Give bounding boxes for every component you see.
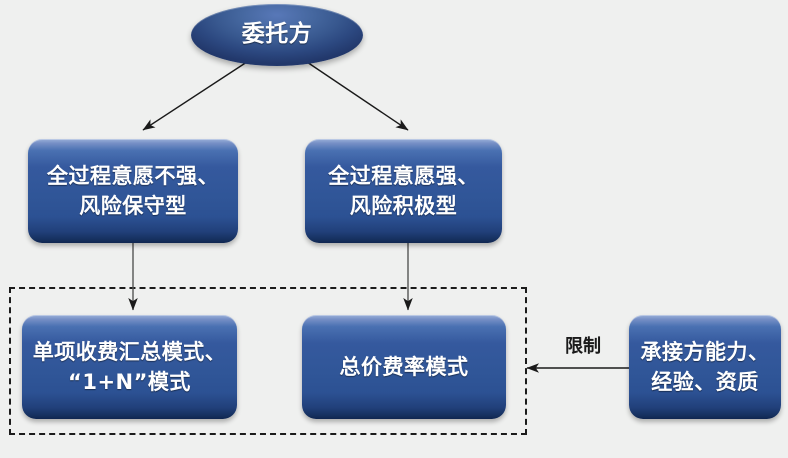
node-client[interactable]: 委托方 (191, 4, 363, 66)
node-high-willingness-line-2: 风险积极型 (349, 194, 458, 218)
node-itemized-mode[interactable]: 单项收费汇总模式、 “1+N”模式 (22, 315, 237, 419)
node-contractor-capability[interactable]: 承接方能力、 经验、资质 (629, 315, 781, 419)
node-low-willingness[interactable]: 全过程意愿不强、 风险保守型 (28, 139, 238, 243)
node-contractor-capability-line-1: 承接方能力、 (640, 339, 770, 364)
node-low-willingness-line-2: 风险保守型 (79, 194, 187, 218)
edge-client-to-high (300, 57, 409, 131)
node-itemized-mode-line-2: “1+N”模式 (68, 370, 191, 394)
node-high-willingness[interactable]: 全过程意愿强、 风险积极型 (305, 139, 502, 243)
node-lumpsum-rate-mode[interactable]: 总价费率模式 (302, 315, 506, 419)
node-low-willingness-line-1: 全过程意愿不强、 (47, 163, 219, 188)
edge-client-to-low (142, 57, 254, 131)
node-lumpsum-rate-mode-line-1: 总价费率模式 (339, 354, 469, 379)
node-client-line-1: 委托方 (241, 21, 313, 48)
node-high-willingness-line-1: 全过程意愿强、 (328, 163, 479, 188)
node-itemized-mode-line-1: 单项收费汇总模式、 (32, 339, 227, 364)
fee-mode-group-region (9, 287, 527, 435)
node-contractor-capability-line-2: 经验、资质 (651, 370, 759, 394)
edge-label-restriction: 限制 (565, 336, 601, 357)
